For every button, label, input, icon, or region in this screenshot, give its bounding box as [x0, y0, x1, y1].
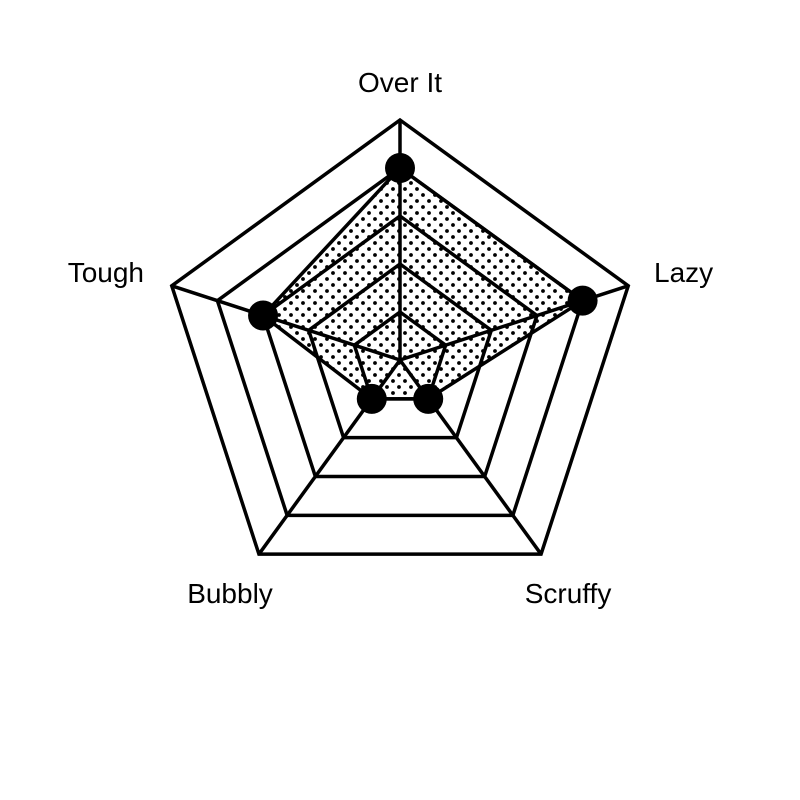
data-layer — [248, 153, 598, 414]
grid-ring-5 — [169, 117, 631, 556]
series-area-1 — [260, 165, 586, 401]
data-point-scruffy — [413, 383, 444, 414]
data-point-bubbly — [356, 383, 387, 414]
axis-label-tough: Tough — [68, 257, 144, 288]
axis-label-bubbly: Bubbly — [187, 578, 273, 609]
data-point-tough — [248, 300, 279, 331]
axis-label-scruffy: Scruffy — [525, 578, 612, 609]
axis-label-lazy: Lazy — [654, 257, 713, 288]
data-point-lazy — [567, 285, 598, 316]
data-point-over-it — [385, 153, 415, 183]
axis-label-over-it: Over It — [358, 67, 442, 98]
